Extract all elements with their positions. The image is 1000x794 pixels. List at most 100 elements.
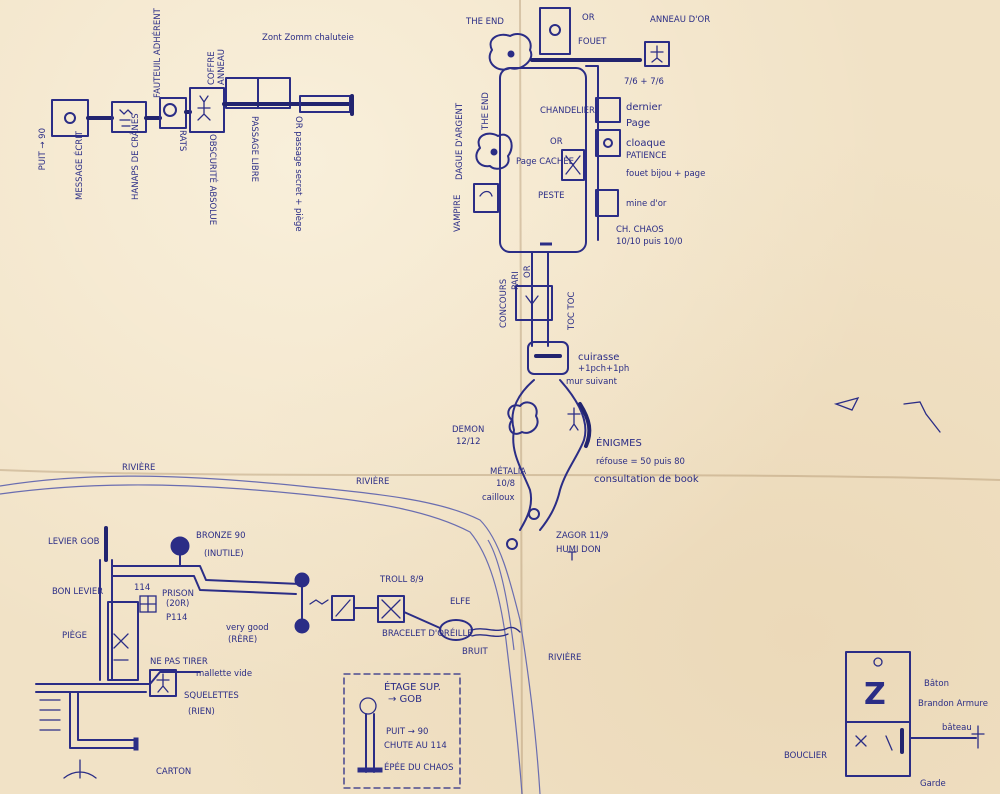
tree-icon xyxy=(63,759,97,779)
label-inutile: (INUTILE) xyxy=(204,549,244,559)
figure-icon xyxy=(156,673,170,693)
label-ne-pas-tirer: NE PAS TIRER xyxy=(150,657,208,667)
skulls-icon xyxy=(119,109,133,127)
label-mallette-vide: mallette vide xyxy=(196,669,252,679)
label-rere: (RÈRE) xyxy=(228,633,257,645)
label-fouet: FOUET xyxy=(578,37,607,47)
room-dernier xyxy=(595,97,621,123)
label-brandon: Brandon Armure xyxy=(918,699,988,709)
label-mur-suivant: mur suivant xyxy=(566,377,618,387)
piege-icon xyxy=(113,633,129,661)
label-bruit: BRUIT xyxy=(462,647,488,657)
enigmes-figure-icon xyxy=(567,407,581,431)
label-the-end-top: THE END xyxy=(465,17,504,27)
paper-fold-vertical xyxy=(519,0,523,794)
label-anneau-or: ANNEAU D'OR xyxy=(650,15,710,25)
label-garde: Garde xyxy=(920,779,946,789)
label-zont: Zont Zomm chaluteie xyxy=(262,33,354,43)
troll-icon xyxy=(381,599,401,619)
label-elfe: ELFE xyxy=(450,597,470,607)
label-bouclier: BOUCLIER xyxy=(784,751,827,761)
label-114: 114 xyxy=(134,583,150,593)
label-enigmes: ÉNIGMES xyxy=(596,436,642,449)
label-epee: ÉPÉE DU CHAOS xyxy=(384,761,454,773)
round-room-upper xyxy=(294,572,310,588)
central-complex: THE END OR FOUET ANNEAU D'OR 7/6 + 7/6 C… xyxy=(452,7,710,561)
label-ch-chaos: CH. CHAOS xyxy=(616,225,664,235)
room-z xyxy=(845,651,911,777)
label-baton: Bâton xyxy=(924,679,949,689)
cave-demon xyxy=(507,401,539,435)
zagor-icon xyxy=(506,538,518,550)
room-piege xyxy=(107,601,139,681)
peste-icon xyxy=(565,155,581,175)
label-prison: PRISON xyxy=(162,589,194,599)
room-peste xyxy=(561,149,585,181)
label-etage-sup: ÉTAGE SUP. xyxy=(384,680,441,693)
label-page-cachee: Page CACHÉE xyxy=(516,155,574,167)
label-stats-top: 7/6 + 7/6 xyxy=(624,77,664,87)
fauteuil-icon xyxy=(163,103,177,117)
label-mine-or: mine d'or xyxy=(626,199,667,209)
label-consultation: consultation de book xyxy=(594,474,699,485)
room-puit xyxy=(51,99,89,137)
bronze-room xyxy=(170,536,190,556)
label-cailloux: cailloux xyxy=(482,493,515,503)
cave-right-wall xyxy=(539,379,587,531)
label-bateau: bâteau xyxy=(942,723,972,733)
top-left-corridor: PUIT → 90 MESSAGE ÉCRIT HANAPS DE CRÂNES… xyxy=(38,7,354,232)
label-levier-gob: LEVIER GOB xyxy=(48,537,100,547)
river: RIVIÈRE RIVIÈRE RIVIÈRE xyxy=(0,461,581,794)
label-dague-argent: DAGUE D'ARGENT xyxy=(455,102,465,180)
cailloux-icon xyxy=(528,508,540,520)
label-demon: DEMON xyxy=(452,425,484,435)
label-chute: CHUTE AU 114 xyxy=(384,741,447,751)
label-peste: PESTE xyxy=(538,191,564,201)
room-vampire xyxy=(473,183,499,213)
label-metalia-stats: 10/8 xyxy=(496,479,515,489)
bottom-left-section: LEVIER GOB BON LEVIER PIÈGE BRONZE 90 (I… xyxy=(35,526,521,789)
label-passage-libre: PASSAGE LIBRE xyxy=(249,116,259,182)
label-or-concours: OR xyxy=(523,265,533,278)
vampire-icon xyxy=(479,190,493,197)
label-z: Z xyxy=(864,677,886,712)
room-or-fouet xyxy=(539,7,571,55)
label-metalia: MÉTALIA xyxy=(490,465,526,477)
label-gob: → GOB xyxy=(388,694,422,705)
puit-icon xyxy=(64,112,76,124)
room-concours xyxy=(515,285,553,321)
label-cuirasse: cuirasse xyxy=(578,352,619,363)
label-the-end-left: THE END xyxy=(481,92,491,131)
label-piege: PIÈGE xyxy=(62,629,87,641)
label-riviere-2: RIVIÈRE xyxy=(356,475,389,487)
label-demon-stats: 12/12 xyxy=(456,437,481,447)
mast-icon xyxy=(971,725,985,749)
label-toc-toc: TOC TOC xyxy=(567,292,577,331)
label-rien: (RIEN) xyxy=(188,707,215,717)
right-section: Z Bâton Brandon Armure BOUCLIER bâteau G… xyxy=(784,396,988,789)
label-troll: TROLL 8/9 xyxy=(379,575,424,585)
label-humi-don: HUMI DON xyxy=(556,545,601,555)
cave-the-end-left xyxy=(475,132,513,170)
room-mine-or xyxy=(595,189,619,217)
label-bon-levier: BON LEVIER xyxy=(52,587,103,597)
label-or-secret: OR passage secret + piège xyxy=(293,116,304,232)
cloaque-icon xyxy=(603,138,613,148)
label-ch-chaos-stats: 10/10 puis 10/0 xyxy=(616,237,683,247)
label-obscurite: OBSCURITÉ ABSOLUE xyxy=(207,134,219,225)
label-fouet-bijou: fouet bijou + page xyxy=(626,169,705,179)
label-riviere-3: RIVIÈRE xyxy=(548,651,581,663)
label-very-good: very good xyxy=(226,623,269,633)
label-rats: RATS xyxy=(177,130,187,151)
label-prison-or: (20R) xyxy=(166,599,189,609)
label-refouse: réfouse = 50 puis 80 xyxy=(596,456,685,467)
main-hall xyxy=(499,67,587,253)
label-puit-90: PUIT → 90 xyxy=(386,727,428,737)
label-or-top: OR xyxy=(582,13,595,23)
label-squelettes: SQUELETTES xyxy=(184,691,239,701)
label-bronze: BRONZE 90 xyxy=(196,531,246,541)
river-bank-upper xyxy=(0,475,541,794)
label-dernier: dernier xyxy=(626,102,663,113)
